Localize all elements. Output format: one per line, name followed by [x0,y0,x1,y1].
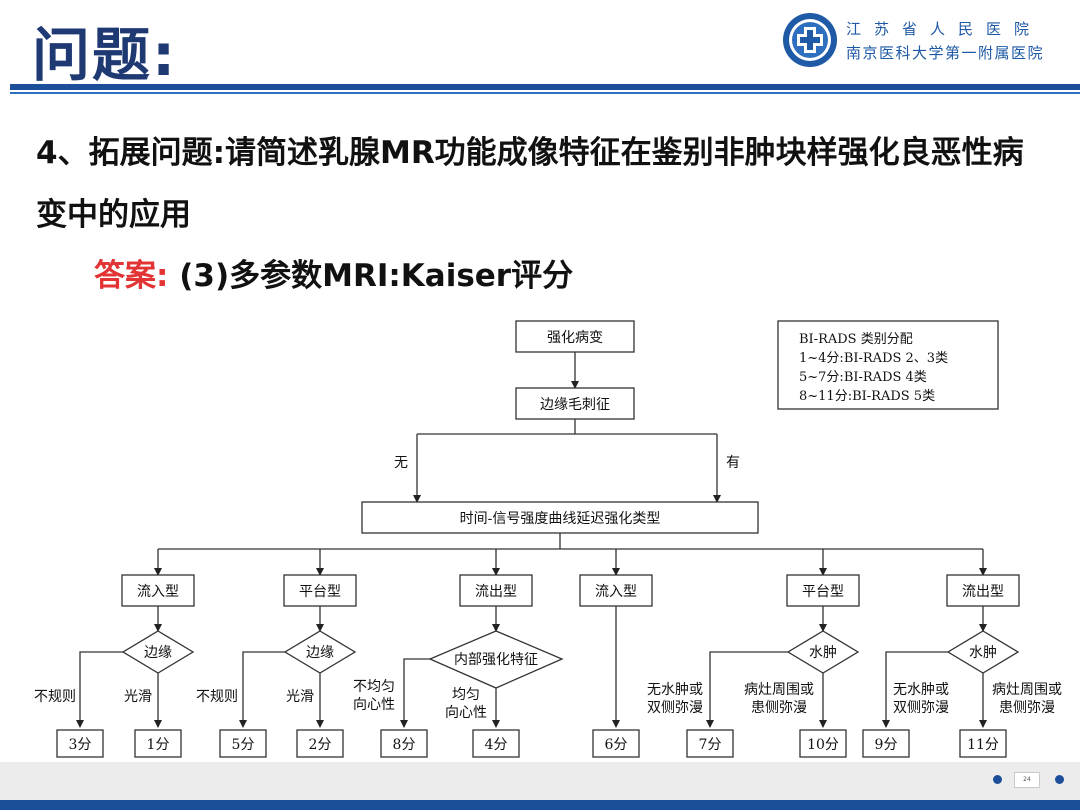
label-score-4: 4分 [485,737,508,753]
header-rule [10,84,1080,90]
label-score-1: 1分 [147,737,170,753]
label-spiculation: 边缘毛刺征 [540,397,610,413]
edge-noedema1-2: 双侧弥漫 [647,699,703,716]
edge-hetero-1: 不均匀 [353,679,395,695]
answer-line: 答案: (3)多参数MRI:Kaiser评分 [94,250,573,295]
edge-smooth1: 光滑 [124,688,152,705]
node-margin2 [283,630,357,674]
edge-noedema1-1: 无水肿或 [647,682,703,698]
edge-peri2-2: 患侧弥漫 [999,699,1055,716]
node-internal [428,630,564,689]
page-number: 24 [1014,772,1040,788]
label-score-6: 6分 [605,737,628,753]
header-rule-thin [10,92,1080,94]
label-score-11: 11分 [967,737,999,753]
score-11 [959,729,1007,758]
score-1 [134,729,182,758]
hospital-name: 江苏省人民医院 [846,20,1043,38]
edge-noedema2-2: 双侧弥漫 [893,699,949,716]
label-l-inflow: 流入型 [137,584,179,600]
score-5 [219,729,267,758]
footer-band [0,762,1080,800]
score-6 [592,729,640,758]
label-r-washout: 流出型 [962,584,1004,600]
label-score-3: 3分 [69,737,92,753]
score-10 [799,729,847,758]
label-margin1: 边缘 [144,645,172,661]
score-2 [296,729,344,758]
edge-peri1-2: 患侧弥漫 [751,699,807,716]
node-margin1 [121,630,195,674]
label-score-2: 2分 [309,737,332,753]
score-3 [56,729,104,758]
edge-smooth2: 光滑 [286,688,314,705]
edge-noedema2-1: 无水肿或 [893,682,949,698]
edge-peri2-1: 病灶周围或 [992,682,1062,698]
legend-line-1: 1~4分:BI-RADS 2、3类 [799,351,948,366]
label-score-9: 9分 [875,737,898,753]
score-7 [686,729,734,758]
edge-irregular1: 不规则 [34,689,76,705]
edge-hetero-2: 向心性 [353,697,395,713]
edge-homo-1: 均匀 [452,687,480,703]
label-root: 强化病变 [547,330,603,346]
node-l-inflow [121,574,195,607]
node-r-washout [946,574,1020,607]
node-edema2 [946,630,1020,674]
hospital-subtitle: 南京医科大学第一附属医院 [846,44,1045,62]
legend-title: BI-RADS 类别分配 [799,332,913,347]
edge-irregular2: 不规则 [196,689,238,705]
edge-no: 无 [394,455,408,471]
footer-dot-right [1055,775,1064,784]
score-4 [472,729,520,758]
node-spiculation [515,387,635,420]
node-r-inflow [579,574,653,607]
label-edema2: 水肿 [969,645,997,661]
label-internal: 内部强化特征 [454,652,538,668]
edge-yes: 有 [726,455,740,471]
label-score-10: 10分 [807,737,839,753]
label-edema1: 水肿 [809,645,837,661]
label-r-inflow: 流入型 [595,584,637,600]
legend-line-2: 5~7分:BI-RADS 4类 [799,370,927,385]
label-l-washout: 流出型 [475,584,517,600]
footer-dot-left [993,775,1002,784]
label-l-plateau: 平台型 [299,584,341,600]
node-l-plateau [283,574,357,607]
answer-label: 答案: [94,258,169,294]
label-score-8: 8分 [393,737,416,753]
legend-box [777,320,999,410]
node-root [515,320,635,353]
answer-text: (3)多参数MRI:Kaiser评分 [179,258,574,294]
node-curve [361,501,759,534]
edge-homo-2: 向心性 [445,705,487,721]
node-l-washout [459,574,533,607]
node-edema1 [786,630,860,674]
question-text: 4、拓展问题:请简述乳腺MR功能成像特征在鉴别非肿块样强化良恶性病变中的应用 [36,135,1024,233]
label-r-plateau: 平台型 [802,584,844,600]
score-9 [862,729,910,758]
hospital-logo [783,13,837,67]
label-score-7: 7分 [699,737,722,753]
label-curve: 时间-信号强度曲线延迟强化类型 [460,511,661,527]
label-margin2: 边缘 [306,645,334,661]
slide-title: 问题: [32,21,178,89]
node-r-plateau [786,574,860,607]
legend-line-3: 8~11分:BI-RADS 5类 [799,389,935,404]
score-8 [380,729,428,758]
label-score-5: 5分 [232,737,255,753]
edge-peri1-1: 病灶周围或 [744,682,814,698]
footer-rule [0,800,1080,810]
